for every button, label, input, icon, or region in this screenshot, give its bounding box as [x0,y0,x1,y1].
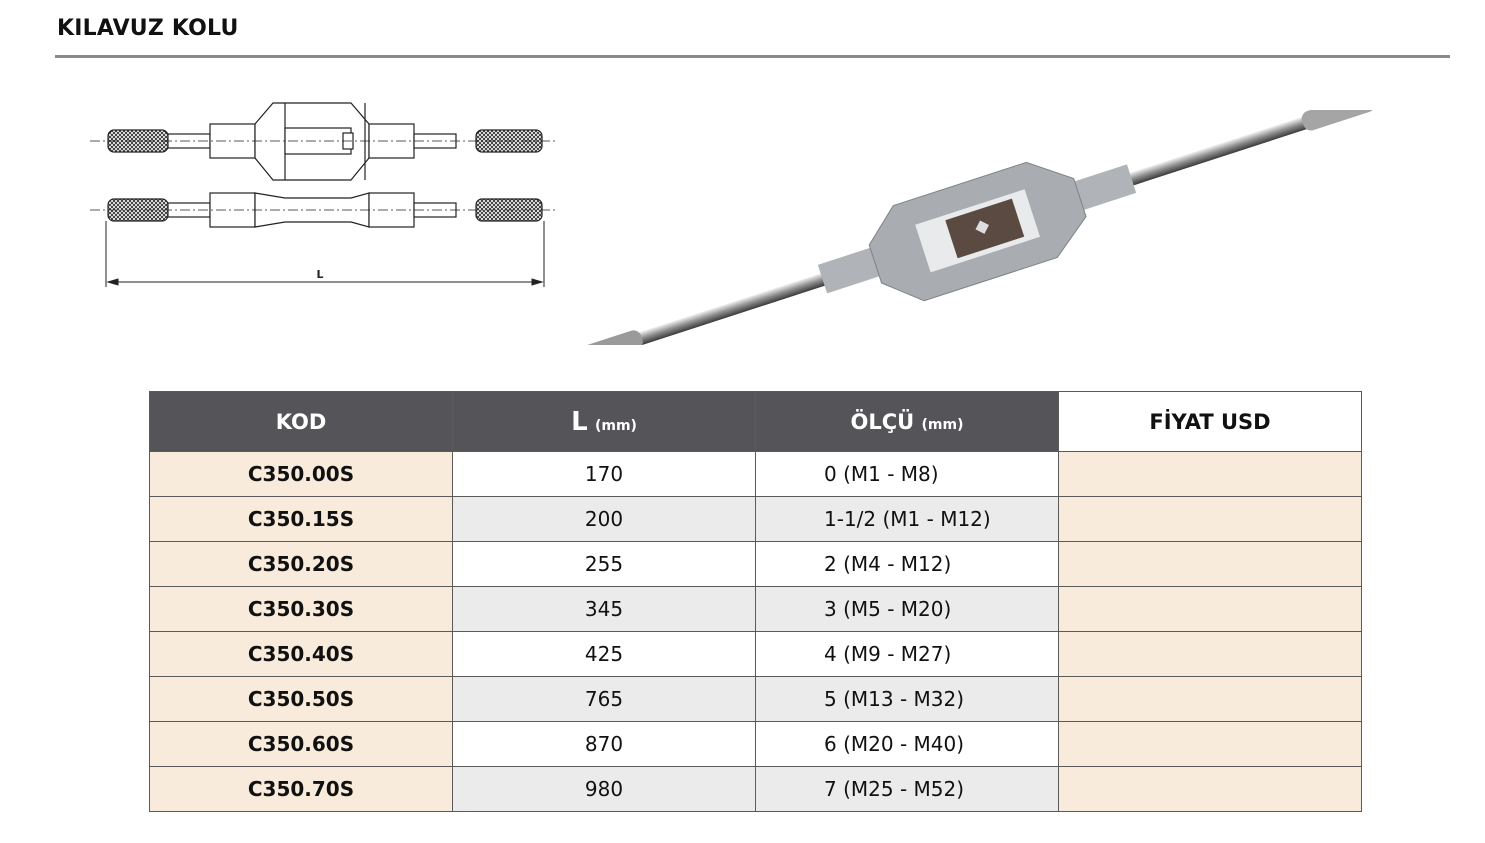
header-size-label: ÖLÇÜ [850,409,915,434]
cell-l: 870 [452,721,756,767]
cell-kod: C350.20S [149,541,453,587]
cell-price [1058,586,1362,632]
cell-size: 0 (M1 - M8) [755,451,1059,497]
cell-price [1058,766,1362,812]
cell-l: 345 [452,586,756,632]
cell-price [1058,676,1362,722]
header-l: L (mm) [452,391,756,452]
title-divider [55,55,1450,58]
header-kod-label: KOD [275,409,327,434]
cell-price [1058,721,1362,767]
cell-price [1058,496,1362,542]
cell-kod: C350.00S [149,451,453,497]
header-size: ÖLÇÜ (mm) [755,391,1059,452]
cell-size: 1-1/2 (M1 - M12) [755,496,1059,542]
header-l-label: L [571,406,588,437]
cell-kod: C350.30S [149,586,453,632]
cell-l: 170 [452,451,756,497]
cell-kod: C350.70S [149,766,453,812]
header-kod: KOD [149,391,453,452]
cell-kod: C350.60S [149,721,453,767]
cell-l: 425 [452,631,756,677]
header-size-unit: (mm) [921,416,964,433]
header-price: FİYAT USD [1058,391,1362,452]
page-title: KILAVUZ KOLU [57,16,239,41]
header-l-unit: (mm) [594,417,637,434]
cell-price [1058,451,1362,497]
cell-l: 980 [452,766,756,812]
cell-size: 7 (M25 - M52) [755,766,1059,812]
cell-kod: C350.50S [149,676,453,722]
tap-wrench-photo [574,110,1381,345]
cell-l: 765 [452,676,756,722]
cell-size: 6 (M20 - M40) [755,721,1059,767]
cell-l: 255 [452,541,756,587]
cell-size: 2 (M4 - M12) [755,541,1059,587]
cell-price [1058,541,1362,587]
cell-size: 4 (M9 - M27) [755,631,1059,677]
cell-kod: C350.40S [149,631,453,677]
header-price-label: FİYAT USD [1149,409,1271,434]
dimension-label: L [316,268,323,281]
cell-kod: C350.15S [149,496,453,542]
cell-price [1058,631,1362,677]
cell-size: 5 (M13 - M32) [755,676,1059,722]
table-header-row: KOD L (mm) ÖLÇÜ (mm) FİYAT USD [149,391,1362,452]
tap-wrench-technical-drawing: L [90,102,555,287]
cell-size: 3 (M5 - M20) [755,586,1059,632]
cell-l: 200 [452,496,756,542]
